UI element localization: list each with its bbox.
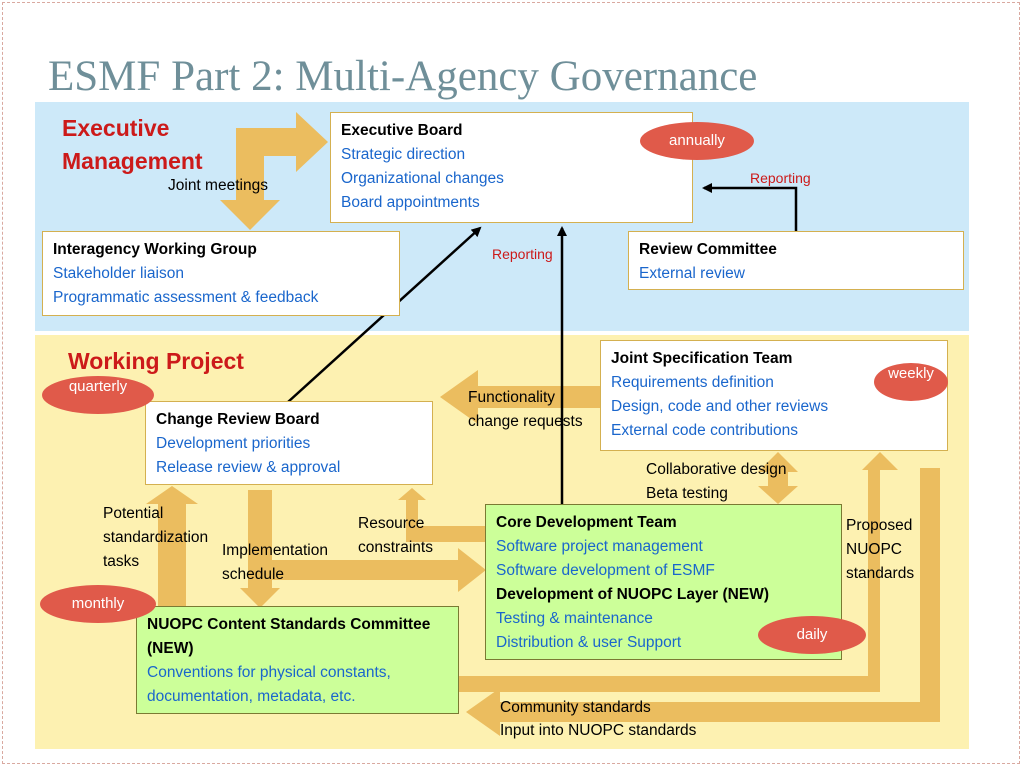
proposed-nuopc-label: Proposed NUOPC standards	[846, 517, 915, 582]
executive-section-title: Executive Management	[62, 115, 203, 174]
box-line: Programmatic assessment & feedback	[53, 289, 319, 306]
potential-standardization-label: Potential standardization tasks	[103, 505, 209, 570]
review-committee-box: Review Committee External review	[628, 231, 964, 290]
box-line: Software project management	[496, 538, 703, 555]
box-heading-secondary: Development of NUOPC Layer (NEW)	[496, 586, 770, 603]
joint-meetings-label: Joint meetings	[168, 177, 268, 194]
reporting-label-core: Reporting	[492, 246, 553, 262]
input-nuopc-label: Input into NUOPC standards	[500, 722, 697, 739]
box-line: Testing & maintenance	[496, 610, 653, 627]
annually-badge: annually	[640, 122, 754, 160]
change-review-box: Change Review Board Development prioriti…	[145, 401, 433, 485]
box-line: Software development of ESMF	[496, 562, 715, 579]
box-line: Design, code and other reviews	[611, 398, 829, 415]
beta-testing-label: Beta testing	[646, 485, 728, 502]
box-heading: Change Review Board	[156, 411, 320, 428]
implementation-arrow-right	[272, 548, 486, 592]
implementation-stem	[248, 490, 272, 590]
box-heading: NUOPC Content Standards Committee (NEW)	[147, 616, 431, 657]
box-line: Organizational changes	[341, 170, 504, 187]
core-dev-box: Core Development Team Software project m…	[485, 504, 842, 660]
box-line: Strategic direction	[341, 146, 466, 163]
review-committee-reporting-line	[702, 183, 798, 232]
box-line: Conventions for physical constants, docu…	[147, 664, 391, 705]
daily-badge: daily	[758, 616, 866, 654]
box-line: Development priorities	[156, 435, 311, 452]
functionality-label: Functionality change requests	[468, 389, 583, 430]
box-line: Distribution & user Support	[496, 634, 682, 651]
box-line: Requirements definition	[611, 374, 774, 391]
nuopc-box: NUOPC Content Standards Committee (NEW) …	[136, 606, 459, 714]
executive-board-box: Executive Board Strategic direction Orga…	[330, 112, 693, 223]
potential-arrow	[146, 486, 198, 606]
box-line: Release review & approval	[156, 459, 341, 476]
community-standards-label: Community standards	[500, 699, 651, 716]
box-heading: Interagency Working Group	[53, 241, 257, 258]
interagency-box: Interagency Working Group Stakeholder li…	[42, 231, 400, 316]
weekly-badge: weekly	[874, 363, 948, 401]
joint-meetings-arrow-top	[236, 112, 328, 172]
box-line: External review	[639, 265, 745, 282]
box-heading: Review Committee	[639, 241, 777, 258]
resource-arrow	[398, 488, 486, 542]
box-line: External code contributions	[611, 422, 798, 439]
box-line: Board appointments	[341, 194, 480, 211]
slide-title: ESMF Part 2: Multi-Agency Governance	[48, 53, 758, 100]
reporting-label-review: Reporting	[750, 170, 811, 186]
community-arrow	[466, 468, 940, 736]
quarterly-badge: quarterly	[42, 376, 154, 414]
monthly-badge: monthly	[40, 585, 156, 623]
joint-meetings-arrow-down	[220, 196, 280, 230]
box-heading: Executive Board	[341, 122, 463, 139]
resource-constraints-label: Resource constraints	[358, 515, 433, 556]
joint-meetings-arrow-stem	[236, 128, 264, 200]
implementation-arrow-down	[240, 588, 280, 608]
collaborative-design-label: Collaborative design	[646, 461, 787, 478]
box-line: Stakeholder liaison	[53, 265, 184, 282]
working-section-title: Working Project	[68, 348, 244, 374]
functionality-arrow	[440, 370, 600, 424]
box-heading: Core Development Team	[496, 514, 677, 531]
box-heading: Joint Specification Team	[611, 350, 793, 367]
implementation-schedule-label: Implementation schedule	[222, 542, 328, 583]
collaborative-arrow	[758, 452, 798, 504]
